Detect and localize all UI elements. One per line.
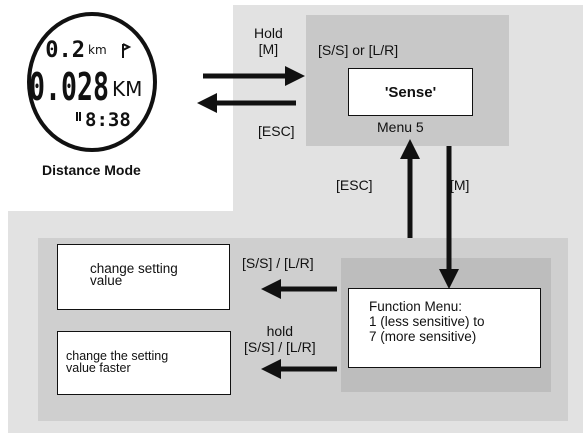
change-faster-line1: change the setting — [66, 349, 169, 363]
watch-line3-value: 8:38 — [85, 109, 131, 131]
m-down-label: [M] — [450, 177, 470, 193]
esc-back-label: [ESC] — [258, 123, 295, 139]
change-faster-line2: value faster — [66, 361, 131, 375]
hold-label-text: Hold — [254, 25, 283, 41]
function-menu-range-low: 1 (less sensitive) to — [369, 314, 485, 329]
change-faster-box: change the setting value faster — [57, 331, 231, 395]
hold-ss-lr-line2: [S/S] / [L/R] — [244, 339, 316, 355]
run-marker-icon — [76, 112, 81, 121]
watch-line2-unit: KM — [112, 77, 142, 101]
watch-line1-unit: km — [88, 43, 107, 57]
hold-ss-lr-line1: hold — [266, 323, 294, 339]
esc-up-label: [ESC] — [336, 177, 373, 193]
menu-buttons-label: [S/S] or [L/R] — [318, 42, 399, 58]
hold-key-text: [M] — [258, 41, 279, 57]
sense-label: 'Sense' — [384, 83, 437, 101]
ss-lr-label: [S/S] / [L/R] — [242, 255, 314, 271]
change-setting-box: change setting value — [57, 244, 230, 310]
watch-display-icon: 0.2 km 0.028 KM 8:38 — [27, 12, 157, 152]
function-menu-range-high: 7 (more sensitive) — [369, 329, 477, 344]
menu-number-label: Menu 5 — [377, 119, 424, 135]
function-menu-title: Function Menu: — [369, 299, 463, 314]
flag-icon — [122, 43, 132, 58]
change-setting-line1: change setting — [90, 261, 178, 276]
hold-ss-lr-label: hold [S/S] / [L/R] — [244, 323, 316, 355]
watch-line1-value: 0.2 — [45, 38, 85, 63]
function-menu-box: Function Menu: 1 (less sensitive) to 7 (… — [348, 288, 541, 368]
watch-line2-value: 0.028 — [29, 65, 109, 109]
change-setting-line2: value — [90, 273, 123, 288]
hold-m-label: Hold [M] — [254, 25, 283, 57]
distance-mode-caption: Distance Mode — [42, 162, 141, 178]
sense-menu-box: 'Sense' — [348, 68, 473, 116]
